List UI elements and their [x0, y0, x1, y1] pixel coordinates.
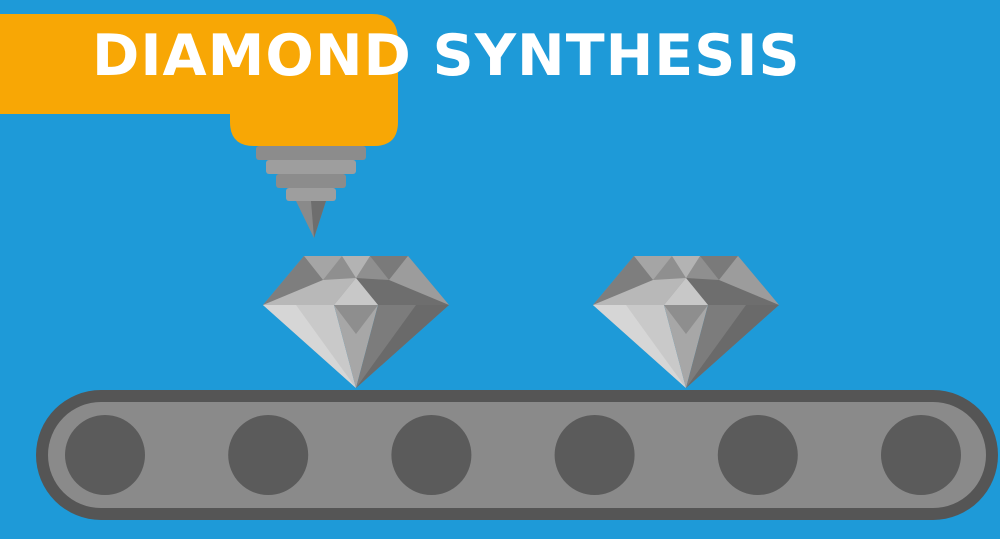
roller-icon	[881, 415, 961, 495]
roller-icon	[554, 415, 635, 495]
roller-icon	[717, 415, 798, 495]
nozzle-icon	[256, 146, 366, 238]
rollers	[65, 415, 961, 495]
machine-arm-icon	[0, 14, 398, 146]
conveyor-belt-icon	[36, 390, 998, 520]
page-title: DIAMOND SYNTHESIS	[92, 23, 801, 89]
roller-icon	[228, 415, 309, 495]
roller-icon	[65, 415, 145, 495]
roller-icon	[391, 415, 472, 495]
